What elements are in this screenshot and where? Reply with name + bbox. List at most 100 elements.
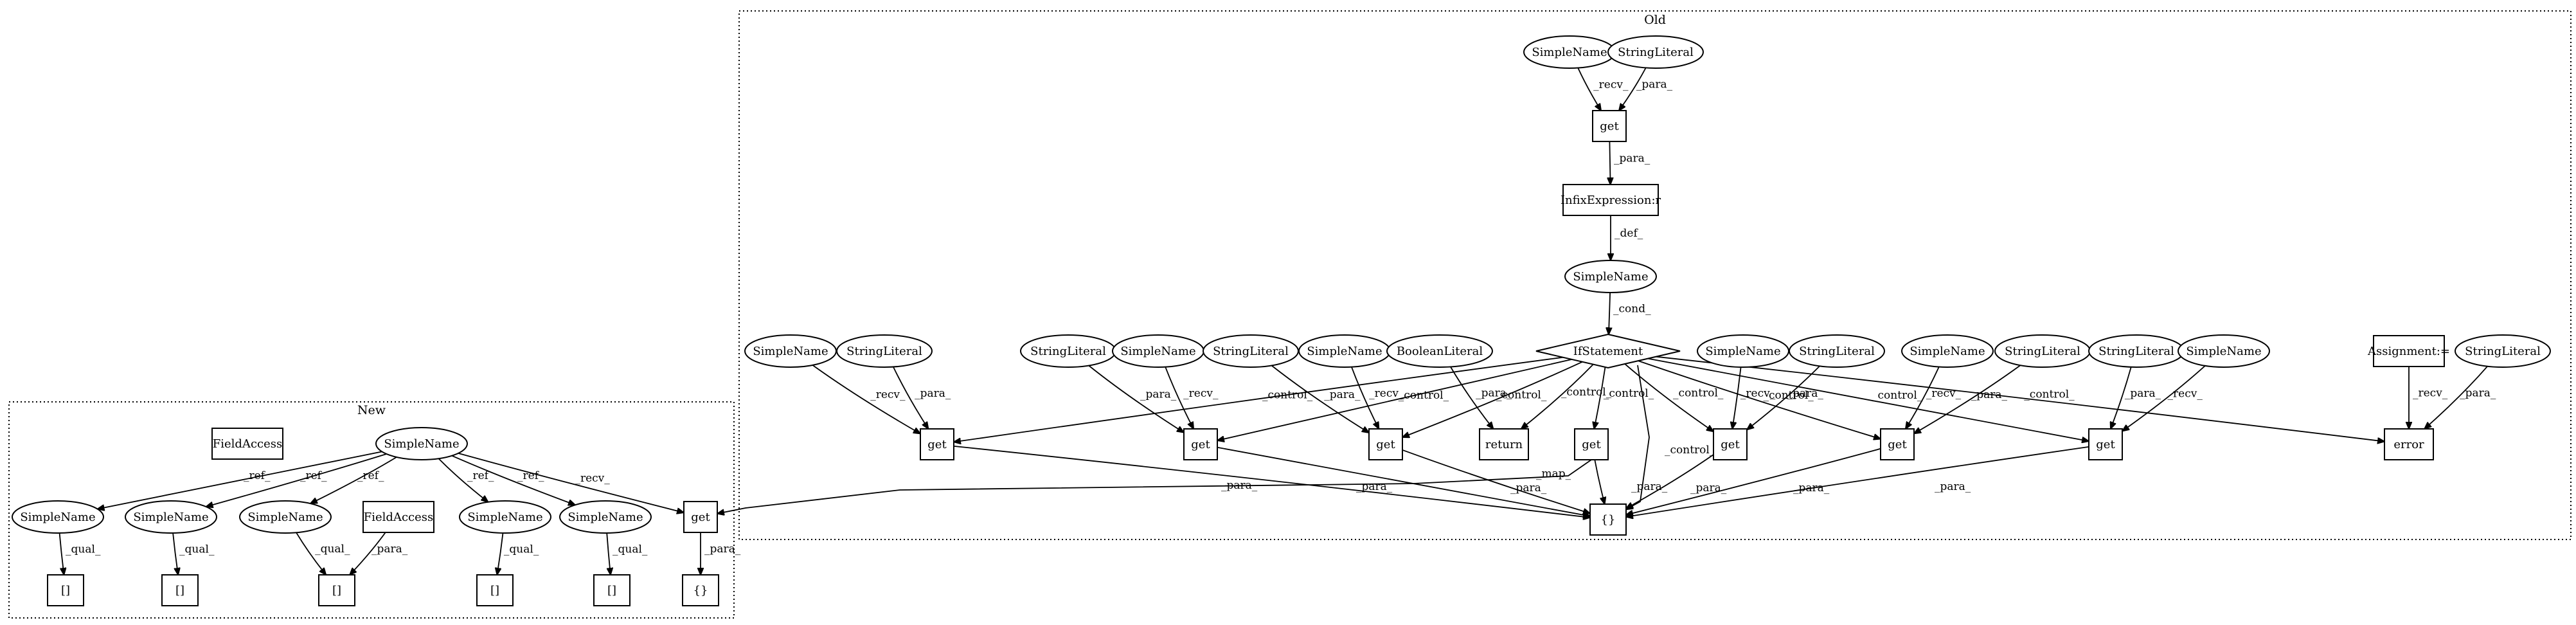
node-o-sl2[interactable]: StringLiteral <box>1020 334 1116 368</box>
edge-o_assign-to-o_error: _recv_ <box>2409 367 2448 429</box>
edge-label: _recv_ <box>1183 387 1219 400</box>
node-o-sn6[interactable]: SimpleName <box>2178 334 2270 368</box>
node-o-bool[interactable]: BooleanLiteral <box>1386 334 1493 368</box>
node-o-get4[interactable]: get <box>1574 428 1609 460</box>
node-label: get <box>691 511 710 524</box>
node-o-sl-top[interactable]: StringLiteral <box>1607 35 1704 69</box>
edge-line <box>172 532 178 575</box>
node-o-get7[interactable]: get <box>2088 428 2123 460</box>
node-o-get-top[interactable]: get <box>1592 110 1627 142</box>
edge-label: _para_ <box>1935 480 1971 493</box>
node-o-sl7[interactable]: StringLiteral <box>2455 334 2551 368</box>
node-o-sn1[interactable]: SimpleName <box>744 334 837 368</box>
edge-o_if-to-o_get3: _control_ <box>1402 361 1583 437</box>
node-n-arr2[interactable]: [] <box>161 574 199 606</box>
edge-label: _qual_ <box>179 543 215 556</box>
edge-line <box>1914 365 2021 433</box>
edge-label: _ref_ <box>244 469 271 482</box>
node-n-sn4[interactable]: SimpleName <box>459 500 551 534</box>
edge-o_get_top-to-o_infix: _para_ <box>1609 141 1650 185</box>
box-shape <box>476 574 514 606</box>
edge-o_sn4-to-o_get5: _recv_ <box>1732 367 1776 429</box>
node-n-fa-top[interactable]: FieldAccess <box>211 428 283 460</box>
node-n-sn5[interactable]: SimpleName <box>559 500 652 534</box>
box-shape <box>683 501 718 533</box>
edge-line <box>2111 367 2132 429</box>
node-o-sn3[interactable]: SimpleName <box>1298 334 1391 368</box>
edge-label: _control_ <box>1665 444 1715 457</box>
edge-label: _recv_ <box>575 472 610 485</box>
node-o-sn2[interactable]: SimpleName <box>1112 334 1204 368</box>
edge-label: _control_ <box>1399 389 1449 402</box>
node-o-get1[interactable]: get <box>920 428 954 460</box>
node-o-sn-mid[interactable]: SimpleName <box>1564 260 1657 293</box>
edge-label: _control_ <box>1604 387 1654 400</box>
box-shape <box>2373 335 2445 367</box>
edge-o_sn_mid-to-o_if: _cond_ <box>1609 292 1651 334</box>
node-n-sn3[interactable]: SimpleName <box>239 500 332 534</box>
node-n-sn-main[interactable]: SimpleName <box>375 427 468 460</box>
ellipse-shape <box>239 500 332 534</box>
node-n-sn2[interactable]: SimpleName <box>125 500 217 534</box>
edge-o_sn6-to-o_get7: _recv_ <box>2122 365 2206 431</box>
edge-label: _ref_ <box>300 469 327 482</box>
edge-line <box>1351 367 1379 429</box>
ellipse-shape <box>125 500 217 534</box>
node-o-get5[interactable]: get <box>1713 428 1748 460</box>
node-label: {} <box>693 584 708 597</box>
node-n-arr1[interactable]: [] <box>47 574 84 606</box>
node-o-sl1[interactable]: StringLiteral <box>836 334 933 368</box>
edge-o_if-to-o_error: _control_ <box>1656 356 2384 442</box>
node-o-error[interactable]: error <box>2384 428 2434 460</box>
node-o-if[interactable]: IfStatement <box>1535 333 1681 369</box>
node-o-braces[interactable]: {} <box>1589 503 1627 536</box>
edge-label: _para_ <box>1690 482 1727 494</box>
edge-line <box>1450 367 1494 430</box>
node-o-get6[interactable]: get <box>1880 428 1915 460</box>
node-label: SimpleName <box>1573 270 1648 284</box>
node-o-sn4[interactable]: SimpleName <box>1697 334 1789 368</box>
edge-n_sn_main-to-n_get: _recv_ <box>458 453 684 512</box>
node-o-sl4[interactable]: StringLiteral <box>1789 334 1885 368</box>
node-label: SimpleName <box>1307 345 1382 358</box>
edge-n_sn_main-to-n_sn2: _ref_ <box>206 453 387 507</box>
box-shape <box>47 574 84 606</box>
node-label: SimpleName <box>1705 345 1780 358</box>
edge-line <box>438 458 488 502</box>
node-o-sl3[interactable]: StringLiteral <box>1203 334 1299 368</box>
node-o-sl6[interactable]: StringLiteral <box>2088 334 2185 368</box>
node-n-get[interactable]: get <box>683 501 718 533</box>
box-shape <box>318 574 355 606</box>
node-o-return[interactable]: return <box>1479 428 1529 460</box>
edge-o_if-to-o_get2: _control_ <box>1217 359 1572 440</box>
box-shape <box>1880 428 1915 460</box>
node-o-sl5[interactable]: StringLiteral <box>1994 334 2091 368</box>
edge-label: _ref_ <box>517 469 544 482</box>
node-n-arr5[interactable]: [] <box>593 574 631 606</box>
ellipse-shape <box>1386 334 1493 368</box>
node-o-infix[interactable]: InfixExpression:r <box>1561 184 1661 216</box>
edge-o_if-to-o_return: _control_ <box>1521 363 1612 429</box>
node-label: StringLiteral <box>846 345 922 358</box>
node-label: SimpleName <box>2186 345 2261 358</box>
node-label: FieldAccess <box>364 511 433 524</box>
node-o-get3[interactable]: get <box>1368 428 1403 460</box>
edge-line <box>458 453 684 512</box>
node-n-fa2[interactable]: FieldAccess <box>362 501 434 533</box>
edge-label: _para_ <box>2460 386 2496 399</box>
edge-label: _qual_ <box>613 543 648 556</box>
edge-o_sl4-to-o_get5: _para_ <box>1747 365 1823 430</box>
edge-line <box>296 532 326 575</box>
node-o-assign[interactable]: Assignment:= <box>2367 335 2450 367</box>
edge-line <box>1624 363 1713 431</box>
node-o-get2[interactable]: get <box>1183 428 1218 460</box>
node-n-arr3[interactable]: [] <box>318 574 355 606</box>
ellipse-shape <box>1789 334 1885 368</box>
node-n-braces[interactable]: {} <box>682 574 719 606</box>
node-label: get <box>2096 438 2115 451</box>
node-o-sn5[interactable]: SimpleName <box>1901 334 1994 368</box>
node-n-arr4[interactable]: [] <box>476 574 514 606</box>
node-o-sn-top[interactable]: SimpleName <box>1523 35 1616 69</box>
node-n-sn1[interactable]: SimpleName <box>12 500 104 534</box>
edge-o_if-to-o_get4: _control_ <box>1594 367 1654 429</box>
